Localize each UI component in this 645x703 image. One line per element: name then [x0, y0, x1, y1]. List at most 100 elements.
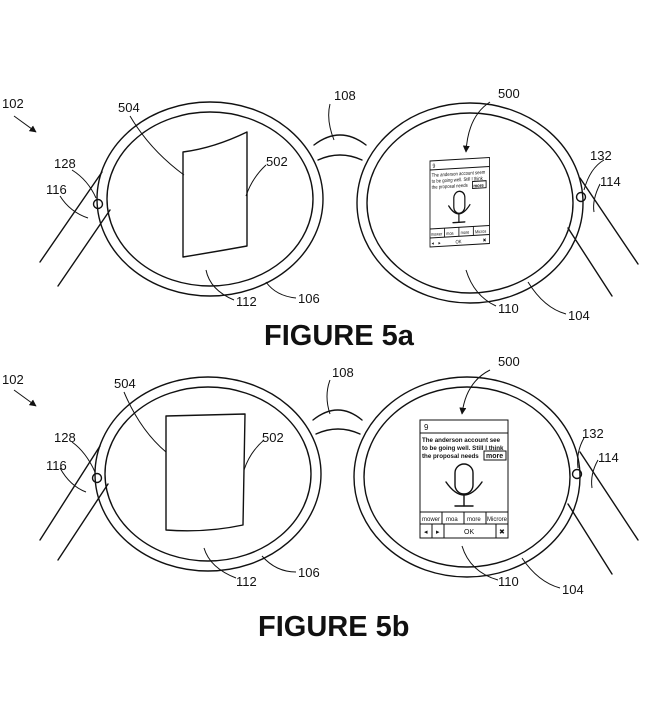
ref-114: 114 — [600, 174, 621, 189]
figure-5a: 9 The anderson account seem to be going … — [2, 86, 639, 352]
ref-128: 128 — [54, 156, 76, 171]
right-display-screen: 9 The anderson account seem to be going … — [429, 156, 490, 248]
right-lens — [363, 386, 571, 568]
screen-header-glyph: 9 — [424, 423, 429, 432]
screen-line-2: to be going well. Still I think — [422, 445, 504, 452]
right-temple — [567, 451, 639, 575]
ref-504: 504 — [114, 376, 136, 391]
figure-caption: FIGURE 5a — [264, 320, 415, 352]
leader-502 — [243, 439, 265, 471]
leader-102 — [13, 115, 37, 133]
bridge — [312, 409, 363, 421]
ref-128: 128 — [54, 430, 76, 445]
word-button-3[interactable]: more — [467, 517, 481, 523]
right-display-screen: 9 The anderson account see to be going w… — [419, 419, 509, 539]
ref-502: 502 — [266, 154, 288, 169]
left-lens — [106, 111, 314, 287]
ref-106: 106 — [298, 291, 320, 306]
nav-back-button[interactable]: ◂ — [424, 529, 428, 536]
ref-500: 500 — [498, 86, 520, 101]
ref-104: 104 — [562, 582, 584, 597]
ref-504: 504 — [118, 100, 140, 115]
screen-line-1: The anderson account see — [422, 437, 501, 444]
left-lens — [104, 386, 312, 562]
leader-106 — [261, 555, 297, 573]
leader-112 — [205, 269, 235, 301]
bridge — [313, 134, 367, 146]
bridge-inner — [315, 428, 361, 435]
bridge-inner — [317, 154, 363, 161]
ref-108: 108 — [332, 365, 354, 380]
ref-110: 110 — [498, 574, 519, 589]
ref-112: 112 — [236, 574, 257, 589]
delete-button[interactable]: ✖ — [483, 237, 487, 243]
right-rim — [356, 102, 584, 304]
leader-108 — [328, 103, 335, 141]
screen-line-3: the proposal needs — [432, 182, 469, 190]
leader-110 — [461, 545, 499, 581]
leader-108 — [326, 379, 331, 415]
leader-114 — [591, 459, 599, 489]
leader-500 — [459, 369, 491, 415]
leader-116 — [59, 467, 87, 493]
leader-128 — [71, 441, 96, 473]
ref-132: 132 — [590, 148, 612, 163]
screen-header-glyph: 9 — [433, 163, 436, 170]
leader-104 — [527, 281, 567, 315]
ref-114: 114 — [598, 450, 619, 465]
word-button-3[interactable]: more — [461, 229, 470, 235]
word-button-1[interactable]: mower — [422, 517, 440, 523]
leader-132 — [577, 437, 585, 469]
leader-132 — [583, 159, 605, 191]
ref-502: 502 — [262, 430, 284, 445]
ok-button[interactable]: OK — [464, 529, 474, 536]
left-hinge — [91, 472, 103, 484]
ref-102: 102 — [2, 96, 24, 111]
word-button-1[interactable]: mower — [431, 231, 443, 237]
nav-forward-button[interactable]: ▸ — [436, 529, 440, 536]
more-button[interactable]: more — [486, 453, 503, 460]
left-display-surface — [182, 131, 248, 258]
screen-line-3: the proposal needs — [422, 453, 479, 460]
word-button-2[interactable]: moa — [446, 517, 458, 523]
delete-button[interactable]: ✖ — [499, 529, 505, 536]
microphone-icon — [448, 190, 471, 224]
right-temple — [567, 177, 639, 297]
leader-502 — [245, 164, 267, 197]
left-temple — [39, 171, 111, 287]
ref-110: 110 — [498, 301, 519, 316]
leader-500 — [462, 101, 491, 153]
figure-5b: 9 The anderson account see to be going w… — [2, 354, 639, 643]
nav-forward-button[interactable]: ▸ — [439, 240, 442, 246]
ref-104: 104 — [568, 308, 590, 323]
ok-button[interactable]: OK — [456, 239, 463, 245]
leader-102 — [13, 389, 37, 407]
ref-116: 116 — [46, 458, 67, 473]
leader-114 — [593, 183, 601, 213]
right-rim — [353, 376, 581, 578]
right-hinge — [575, 191, 587, 203]
leader-112 — [203, 547, 237, 579]
ref-102: 102 — [2, 372, 24, 387]
word-button-4[interactable]: Micros — [475, 228, 486, 234]
word-button-2[interactable]: moa — [446, 230, 454, 236]
left-display-surface — [165, 413, 246, 532]
nav-back-button[interactable]: ◂ — [432, 240, 435, 246]
word-button-4[interactable]: Microre — [487, 517, 508, 523]
screen-line-2: to be going well. Still I think — [432, 176, 484, 184]
left-rim — [96, 101, 324, 297]
ref-116: 116 — [46, 182, 67, 197]
more-button[interactable]: more — [473, 183, 484, 189]
screen-line-1: The anderson account seem — [432, 169, 486, 178]
figure-caption: FIGURE 5b — [258, 611, 409, 643]
leader-116 — [59, 195, 89, 219]
leader-104 — [521, 557, 561, 589]
leader-128 — [71, 169, 97, 199]
leader-106 — [265, 281, 297, 299]
leader-504 — [123, 391, 167, 453]
right-lens — [366, 112, 574, 294]
microphone-icon — [445, 463, 483, 507]
ref-106: 106 — [298, 565, 320, 580]
ref-108: 108 — [334, 88, 356, 103]
